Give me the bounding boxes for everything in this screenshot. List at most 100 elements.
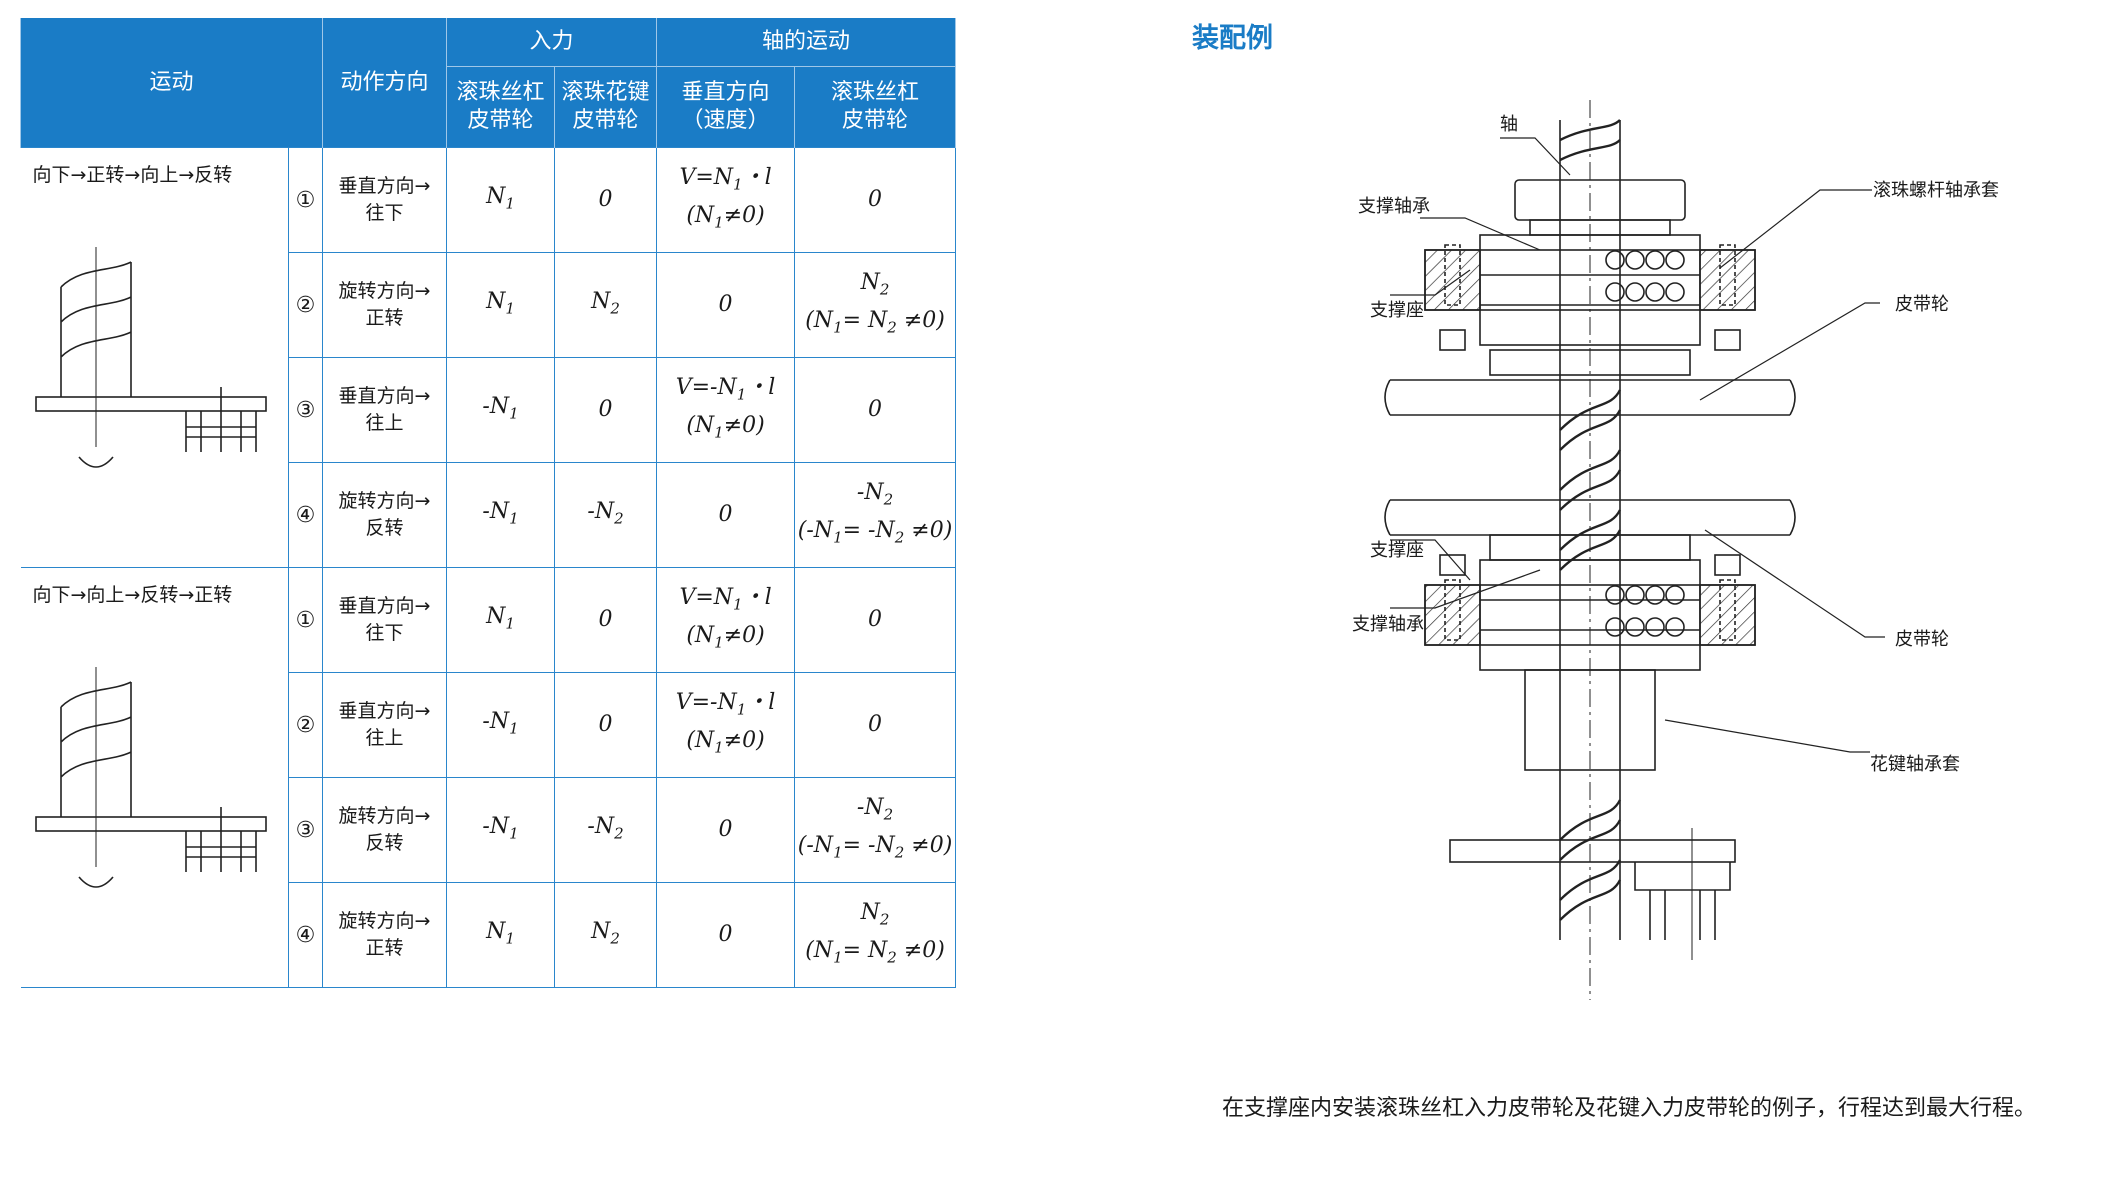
ballscrew-input-cell: N1	[446, 147, 556, 253]
direction-text: 垂直方向→往下	[338, 595, 431, 644]
n2-value: 0	[598, 187, 613, 212]
axis-rotation-cell: -N2 (-N1= -N2 ≠0)	[794, 462, 957, 568]
rotation-value: N2	[860, 899, 890, 928]
spline-input-cell: 0	[554, 357, 658, 463]
label-support-bearing-top: 支撑轴承	[1358, 196, 1430, 217]
label-shaft: 轴	[1500, 114, 1518, 135]
leader-lines	[1390, 137, 1885, 753]
direction-cell: 垂直方向→往下	[322, 147, 448, 253]
vertical-speed-cell: V=-N1・l(N1≠0)	[656, 357, 796, 463]
axis-rotation-cell: 0	[794, 672, 957, 778]
speed-value: V=-N1・l	[675, 689, 776, 718]
step-index: ③	[287, 357, 324, 463]
speed-condition: (N1≠0)	[686, 203, 765, 232]
direction-cell: 旋转方向→反转	[322, 777, 448, 883]
direction-cell: 旋转方向→正转	[322, 882, 448, 988]
axis-rotation-cell: -N2(-N1= -N2 ≠0)	[794, 777, 957, 883]
rotation-condition: (-N1= -N2 ≠0)	[797, 833, 953, 862]
label-ballscrew-housing: 滚珠螺杆轴承套	[1873, 180, 1999, 201]
speed-value: V=-N1・l	[675, 374, 776, 403]
ballscrew-input-cell: N1	[446, 252, 556, 358]
step-index: ③	[287, 777, 324, 883]
header-axis-motion: 轴的运动	[656, 18, 957, 67]
upper-ball-row	[1605, 250, 1685, 302]
ballscrew-input-cell: -N1	[446, 672, 556, 778]
speed-value: 0	[718, 922, 733, 947]
step-index: ②	[287, 672, 324, 778]
base-plate	[1449, 839, 1736, 863]
speed-value: 0	[718, 502, 733, 527]
direction-cell: 垂直方向→往上	[322, 672, 448, 778]
axis-rotation-cell: 0	[794, 357, 957, 463]
direction-text: 垂直方向→往上	[338, 385, 431, 434]
lower-seat-hatch-left	[1424, 584, 1481, 646]
rotation-value: 0	[868, 397, 883, 422]
label-support-bearing-bottom: 支撑轴承	[1352, 614, 1424, 635]
figure-caption: 在支撑座内安装滚珠丝杠入力皮带轮及花键入力皮带轮的例子，行程达到最大行程。	[1222, 1096, 2037, 1121]
speed-value: 0	[718, 292, 733, 317]
lower-bolt-right	[1719, 579, 1736, 641]
label-pulley-top: 皮带轮	[1895, 294, 1949, 315]
header-axis-ballscrew-pulley: 滚珠丝杠皮带轮	[794, 66, 957, 148]
speed-condition: (N1≠0)	[686, 623, 765, 652]
n2-value: 0	[598, 607, 613, 632]
upper-bolt-left	[1444, 244, 1461, 306]
vertical-speed-cell: V=-N1・l(N1≠0)	[656, 672, 796, 778]
n1-value: -N1	[482, 498, 519, 528]
n2-value: 0	[598, 712, 613, 737]
direction-text: 旋转方向→正转	[338, 910, 431, 959]
motion-table-container: 运动 动作方向 入力 轴的运动 滚珠丝杠皮带轮 滚珠花键皮带轮 垂直方向（速度）…	[19, 18, 957, 988]
upper-bearing-block	[1479, 234, 1701, 346]
lower-seat-hatch-right	[1699, 584, 1756, 646]
n1-value: N1	[486, 918, 515, 948]
n1-value: N1	[486, 183, 515, 213]
direction-text: 垂直方向→往上	[338, 700, 431, 749]
lower-ball-row	[1605, 585, 1685, 637]
axis-rotation-cell: N2 (N1= N2 ≠0)	[794, 882, 957, 988]
ballscrew-input-cell: -N1	[446, 357, 556, 463]
axis-rotation-cell: 0	[794, 567, 957, 673]
direction-text: 旋转方向→正转	[338, 280, 431, 329]
n2-value: -N2	[587, 498, 624, 528]
motion-sequence-title: 向下→向上→反转→正转	[32, 584, 233, 606]
spline-input-cell: 0	[554, 567, 658, 673]
spline-input-cell: -N2	[554, 462, 658, 568]
motion-diagram-icon	[34, 247, 267, 468]
n1-value: N1	[486, 288, 515, 318]
label-support-seat-top: 支撑座	[1370, 300, 1424, 321]
header-motion: 运动	[19, 18, 324, 148]
vertical-speed-cell: V=N1・l(N1≠0)	[656, 567, 796, 673]
ballscrew-input-cell: N1	[446, 882, 556, 988]
figure-labels: 轴 支撑轴承 支撑座 滚珠螺杆轴承套 皮带轮 支撑座 支撑轴承 皮带轮 花键轴承…	[1352, 114, 1999, 775]
lower-nut-right	[1714, 554, 1741, 576]
axis-rotation-cell: 0	[794, 147, 957, 253]
n2-value: -N2	[587, 813, 624, 843]
upper-nut-right	[1714, 329, 1741, 351]
motion-cell: 向下→正转→向上→反转	[20, 147, 289, 568]
n1-value: N1	[486, 603, 515, 633]
direction-text: 垂直方向→往下	[338, 175, 431, 224]
rotation-value: -N2	[856, 479, 894, 508]
n2-value: N2	[591, 918, 620, 948]
vertical-speed-cell: 0	[656, 252, 796, 358]
label-pulley-bottom: 皮带轮	[1895, 629, 1949, 650]
speed-value: 0	[718, 817, 733, 842]
base-bracket	[1634, 862, 1731, 940]
rotation-condition: (N1= N2 ≠0)	[805, 938, 945, 967]
header-vertical-speed: 垂直方向（速度）	[656, 66, 796, 148]
vertical-speed-cell: 0	[656, 882, 796, 988]
ballscrew-input-cell: -N1	[446, 777, 556, 883]
rotation-condition: (-N1= -N2 ≠0)	[797, 518, 953, 547]
header-direction: 动作方向	[322, 18, 448, 148]
spline-input-cell: N2	[554, 882, 658, 988]
header-input: 入力	[446, 18, 658, 67]
label-support-seat-bottom: 支撑座	[1370, 540, 1424, 561]
screw-helix	[1559, 119, 1622, 921]
n1-value: -N1	[482, 708, 519, 738]
